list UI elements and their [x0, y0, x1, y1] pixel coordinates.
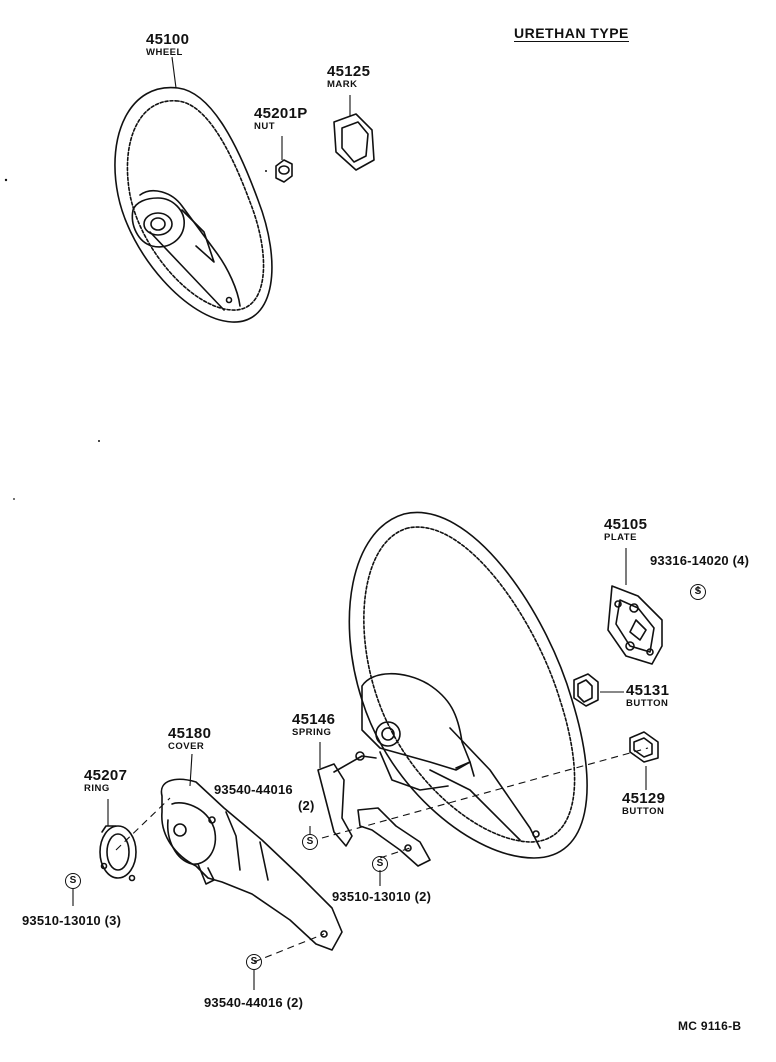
button-b-drawing [629, 731, 659, 763]
label-button-b: 45129 BUTTON [622, 791, 665, 817]
mark-drawing [333, 113, 375, 171]
part-number: 45125 [327, 63, 371, 80]
diagram-title: URETHAN TYPE [514, 25, 629, 42]
label-mark: 45125 MARK [327, 64, 370, 90]
part-number: 45146 [292, 711, 336, 728]
part-name: SPRING [292, 727, 332, 738]
part-number: 45180 [168, 725, 212, 742]
label-button-a: 45131 BUTTON [626, 683, 669, 709]
part-name: WHEEL [146, 47, 183, 58]
label-screw-plate: 93316-14020 (4) [650, 554, 749, 567]
part-number: 45129 [622, 790, 666, 807]
label-screw-mid: 93510-13010 (2) [332, 890, 431, 903]
fastener-qty: (2) [298, 798, 315, 813]
fastener-part-number: 93510-13010 [332, 889, 411, 904]
label-ring: 45207 RING [84, 768, 127, 794]
part-number: 45105 [604, 516, 648, 533]
label-nut: 45201P NUT [254, 106, 308, 132]
part-number: 45201P [254, 105, 308, 122]
part-name: PLATE [604, 532, 637, 543]
cover-drawing [160, 778, 343, 951]
steering-wheel-bottom-drawing [348, 511, 588, 859]
plate-drawing [607, 585, 663, 665]
fastener-qty: (2) [414, 889, 432, 904]
screw-symbol-spring: S [302, 834, 318, 850]
part-name: BUTTON [622, 806, 665, 817]
spring-drawing [317, 751, 431, 867]
fastener-qty: (4) [732, 553, 750, 568]
part-name: COVER [168, 741, 205, 752]
fastener-part-number: 93316-14020 [650, 553, 729, 568]
label-wheel-top: 45100 WHEEL [146, 32, 189, 58]
nut-drawing [275, 159, 293, 183]
ring-drawing [99, 825, 137, 882]
part-name: RING [84, 783, 110, 794]
label-screw-spring: 93540-44016 (2) [214, 783, 315, 812]
diagram-code: MC 9116-B [678, 1019, 742, 1033]
label-cover: 45180 COVER [168, 726, 211, 752]
fastener-part-number: 93540-44016 [204, 995, 283, 1010]
button-a-drawing [573, 673, 599, 707]
screw-symbol-plate: S [690, 584, 706, 600]
part-name: BUTTON [626, 698, 669, 709]
fastener-part-number: 93540-44016 [214, 782, 293, 797]
fastener-qty: (3) [104, 913, 122, 928]
part-name: NUT [254, 121, 276, 132]
screw-symbol-cover: S [246, 954, 262, 970]
fastener-qty: (2) [286, 995, 304, 1010]
label-screw-cover: 93540-44016 (2) [204, 996, 303, 1009]
label-spring: 45146 SPRING [292, 712, 335, 738]
label-screw-ring: 93510-13010 (3) [22, 914, 121, 927]
part-number: 45100 [146, 31, 190, 48]
part-number: 45131 [626, 682, 670, 699]
part-number: 45207 [84, 767, 128, 784]
label-plate: 45105 PLATE [604, 517, 647, 543]
part-name: MARK [327, 79, 358, 90]
screw-symbol-mid: S [372, 856, 388, 872]
screw-symbol-ring: S [65, 873, 81, 889]
fastener-part-number: 93510-13010 [22, 913, 101, 928]
steering-wheel-top-drawing [114, 86, 273, 323]
